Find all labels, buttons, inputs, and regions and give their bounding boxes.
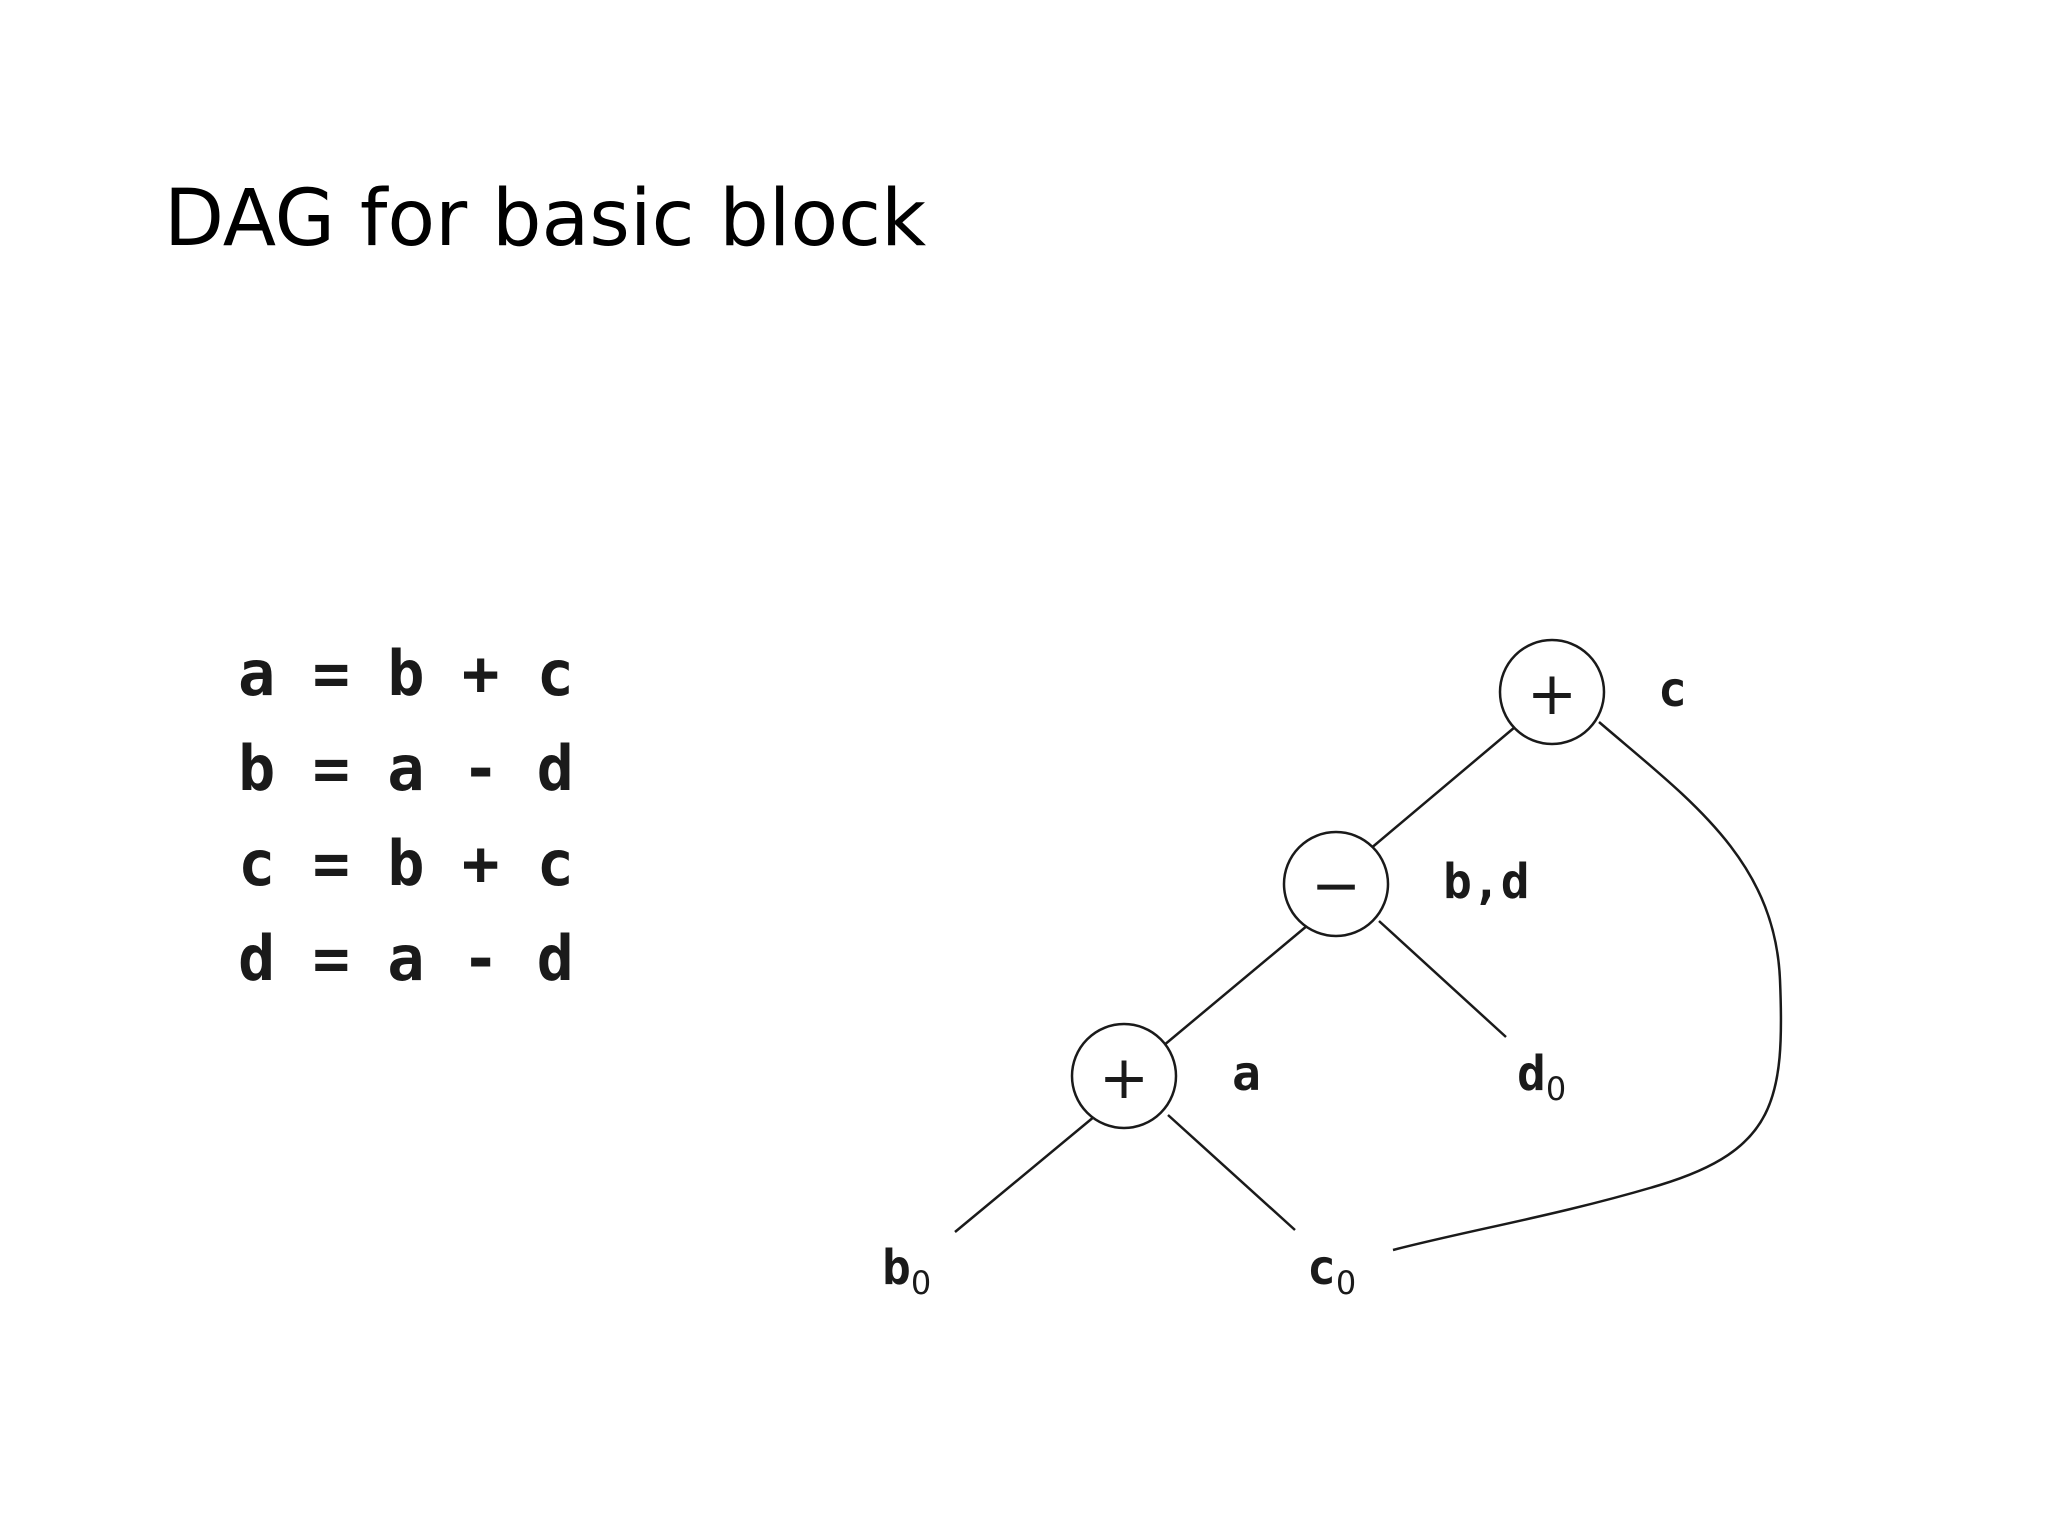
minus-symbol: − [1311, 851, 1361, 921]
leaf-name: d [1517, 1046, 1546, 1102]
node-circle [1070, 1022, 1178, 1130]
code-line: a = b + c [238, 637, 574, 710]
leaf-subscript: 0 [1546, 1070, 1566, 1108]
code-line: b = a - d [238, 732, 574, 805]
leaf-subscript: 0 [911, 1264, 931, 1302]
plus-symbol: + [1527, 659, 1577, 729]
edge-minus-to-plus-bottom [1156, 924, 1309, 1052]
node-label-c: c [1658, 662, 1687, 718]
node-label-a: a [1232, 1046, 1261, 1102]
edge-plus-bottom-to-b0 [954, 1115, 1096, 1233]
code-line: d = a - d [238, 922, 574, 995]
leaf-c0: c0 [1307, 1240, 1356, 1302]
slide-title: DAG for basic block [164, 174, 927, 264]
edge-plus-top-to-c0 [1392, 721, 1783, 1252]
node-circle [1498, 638, 1606, 746]
leaf-b0: b0 [882, 1240, 931, 1302]
edge-minus-to-d0 [1378, 920, 1507, 1038]
dag-node-plus-bottom: + a [1070, 1022, 1261, 1130]
leaf-name: c [1307, 1240, 1336, 1296]
plus-symbol: + [1099, 1043, 1149, 1113]
code-block: a = b + c b = a - d c = b + c d = a - d [238, 626, 574, 1006]
edge-plus-bottom-to-c0 [1167, 1114, 1296, 1231]
leaf-subscript: 0 [1336, 1264, 1356, 1302]
node-label-b-d: b,d [1443, 854, 1530, 910]
leaf-d0: d0 [1517, 1046, 1566, 1108]
dag-node-plus-top: + c [1498, 638, 1687, 746]
dag-edges [954, 721, 1783, 1252]
leaf-name: b [882, 1240, 911, 1296]
node-circle [1282, 830, 1390, 938]
dag-node-minus: − b,d [1282, 830, 1530, 938]
code-line: c = b + c [238, 827, 574, 900]
edge-plus-top-to-minus [1362, 726, 1516, 856]
